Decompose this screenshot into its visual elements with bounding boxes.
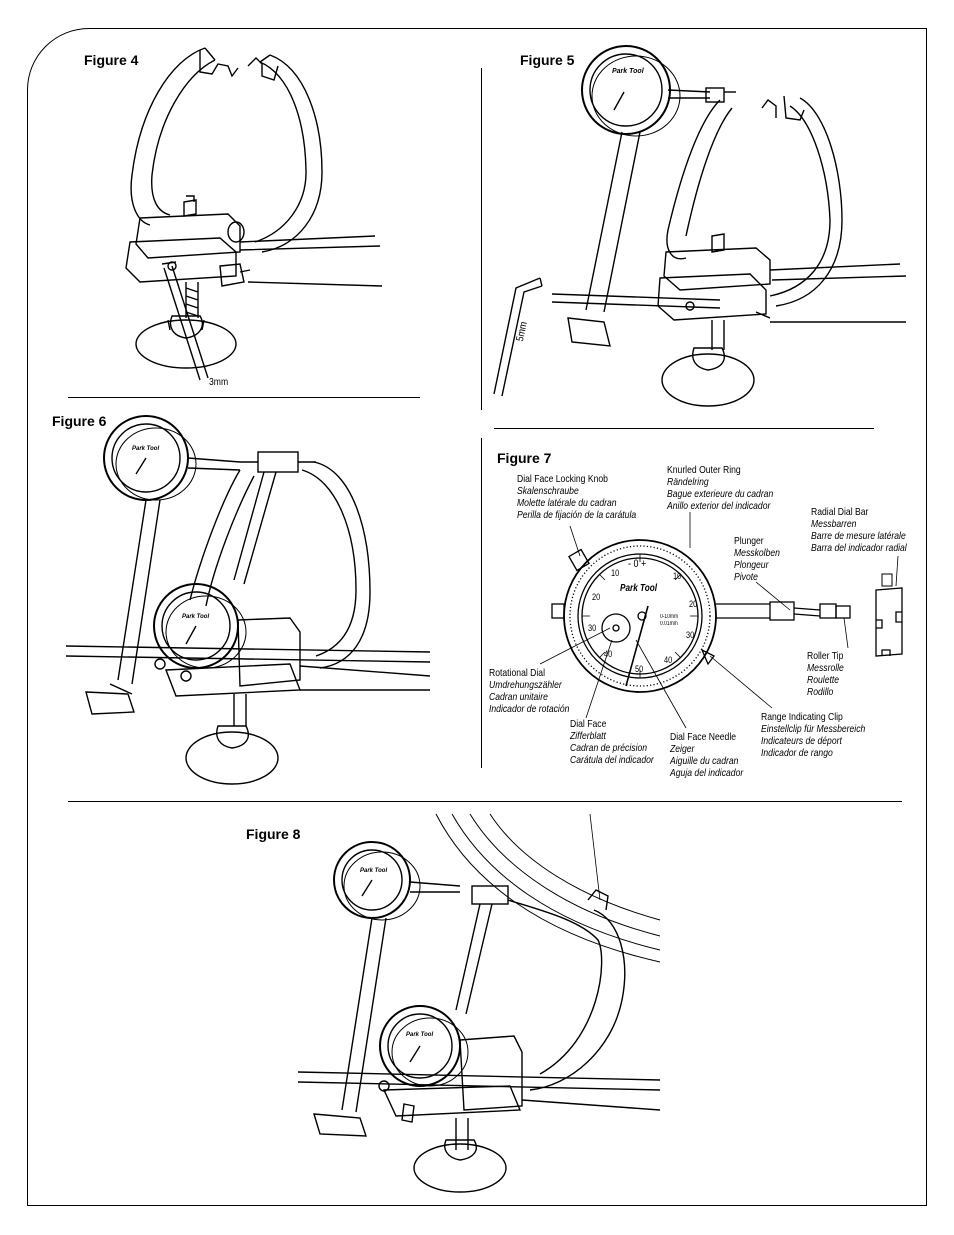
callout-rotational-dial: Rotational Dial Umdrehungszähler Cadran … [489,667,570,715]
dial-number: 30 [686,630,695,640]
column-divider-middle [481,438,482,768]
svg-text:Park Tool: Park Tool [182,614,209,620]
figure-7-title: Figure 7 [497,450,552,466]
figure-4-title: Figure 4 [84,52,139,68]
figure-8-title: Figure 8 [246,826,301,842]
dial-resolution-text: 0.01mm [660,621,678,627]
dial-number: 50 [635,664,644,674]
svg-text:Park Tool: Park Tool [360,868,387,874]
callout-dial-needle: Dial Face Needle Zeiger Aiguille du cadr… [670,731,744,779]
dial-range-text: 0-10mm [660,614,679,620]
dial-number: 20 [689,599,698,609]
callout-locking-knob: Dial Face Locking Knob Skalenschraube Mo… [517,473,637,521]
dial-number: 30 [588,623,597,633]
figure-6-title: Figure 6 [52,413,107,429]
figure-4-wrench-label: 3mm [209,376,229,388]
dial-number: 20 [592,592,601,602]
divider-fig7 [68,801,902,802]
svg-text:Park Tool: Park Tool [132,446,159,452]
dial-brand-logo: Park Tool [620,583,658,594]
dial-number: 10 [673,571,682,581]
divider-fig5 [494,428,874,429]
callout-heading: Dial Face Locking Knob [517,473,608,485]
divider-fig4 [68,397,420,398]
figure-5-title: Figure 5 [520,52,575,68]
callout-roller-tip: Roller Tip Messrolle Roulette Rodillo [807,650,844,698]
callout-range-clip: Range Indicating Clip Einstellclip für M… [761,711,866,759]
dial-number: 40 [604,649,613,659]
page-frame [27,28,927,1206]
column-divider-top [481,68,482,410]
callout-radial-dial-bar: Radial Dial Bar Messbarren Barre de mesu… [811,506,907,554]
callout-outer-ring: Knurled Outer Ring Rändelring Bague exte… [667,464,774,512]
callout-plunger: Plunger Messkolben Plongeur Pivote [734,535,780,583]
dial-zero-mark: - 0 + [628,558,647,570]
callout-dial-face: Dial Face Zifferblatt Cadran de précisio… [570,718,654,766]
svg-text:Park Tool: Park Tool [406,1032,433,1038]
dial-number: 10 [611,568,620,578]
dial-number: 40 [664,655,673,665]
svg-text:Park Tool: Park Tool [612,68,645,75]
